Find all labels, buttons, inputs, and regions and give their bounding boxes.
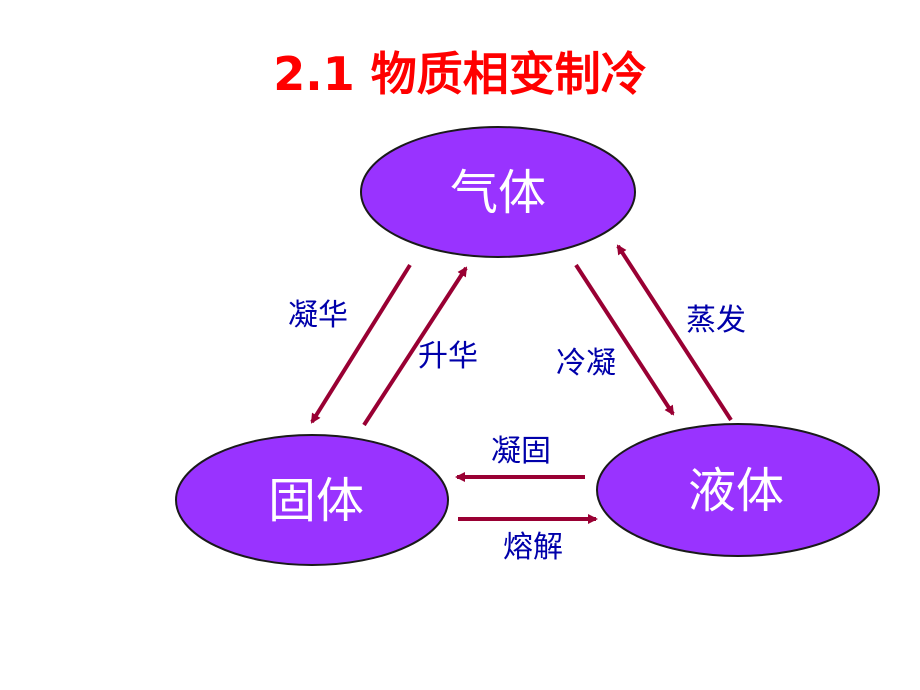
edge-label-melting: 熔解 (503, 530, 563, 565)
node-gas: 气体 (360, 126, 636, 258)
edge-label-deposition: 凝华 (288, 298, 348, 333)
node-liquid: 液体 (596, 423, 880, 557)
node-liquid-label: 液体 (688, 463, 784, 519)
arrow-condensation (574, 263, 675, 416)
node-gas-label: 气体 (450, 165, 546, 221)
edge-label-sublimation: 升华 (418, 339, 478, 374)
node-solid-ellipse (175, 434, 449, 566)
arrow-evaporation (616, 244, 733, 422)
arrow-sublimation (362, 266, 468, 427)
node-gas-ellipse (360, 126, 636, 258)
node-liquid-ellipse (596, 423, 880, 557)
node-solid: 固体 (175, 434, 449, 566)
edge-label-condensation: 冷凝 (556, 346, 616, 381)
page-title: 2.1 物质相变制冷 (273, 47, 647, 101)
edge-label-freezing: 凝固 (491, 434, 551, 469)
edge-label-evaporation: 蒸发 (686, 303, 746, 338)
arrow-deposition (310, 263, 412, 424)
node-solid-label: 固体 (268, 473, 364, 529)
